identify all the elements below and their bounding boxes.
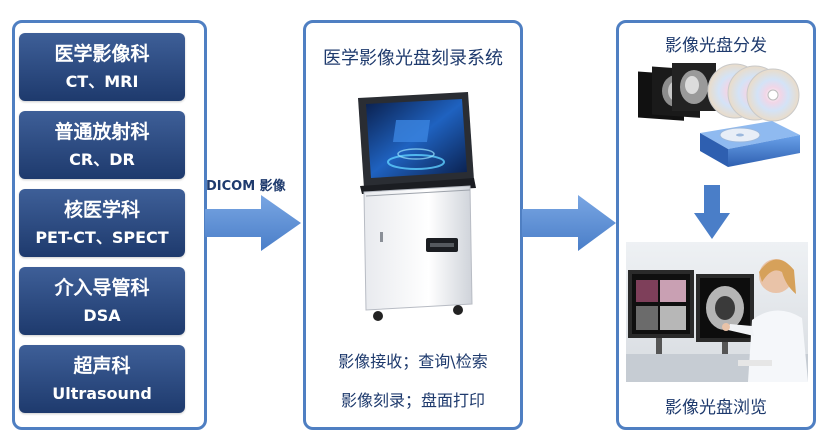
dept-modality: CR、DR [69,150,135,169]
dept-name: 介入导管科 [54,277,150,299]
dept-modality: Ultrasound [52,384,152,403]
arrow-right-icon [205,195,301,251]
dept-name: 超声科 [73,355,131,377]
dept-box-interventional: 介入导管科 DSA [19,267,185,335]
arrow-down-icon [694,185,730,239]
system-title: 医学影像光盘刻录系统 [323,48,503,69]
disc-distribution-image [638,63,800,167]
system-feature-receive: 影像接收；查询\检索 [338,352,488,371]
image-viewing-photo [626,242,808,382]
dicom-label: DICOM 影像 [206,179,286,194]
dept-modality: PET-CT、SPECT [35,228,169,247]
system-feature-burn: 影像刻录；盘面打印 [340,391,485,410]
dept-modality: CT、MRI [65,72,139,91]
dept-name: 核医学科 [63,199,140,221]
distribution-title: 影像光盘分发 [665,36,767,56]
dept-box-nuclear-medicine: 核医学科 PET-CT、SPECT [19,189,185,257]
disc-burning-kiosk-image [358,92,476,321]
dept-name: 医学影像科 [54,43,150,65]
browse-caption: 影像光盘浏览 [665,398,767,418]
dept-box-ultrasound: 超声科 Ultrasound [19,345,185,413]
dept-modality: DSA [83,306,121,325]
dept-name: 普通放射科 [54,121,150,143]
arrow-right-icon [522,195,616,251]
dept-box-medical-imaging: 医学影像科 CT、MRI [19,33,185,101]
dept-box-radiology: 普通放射科 CR、DR [19,111,185,179]
